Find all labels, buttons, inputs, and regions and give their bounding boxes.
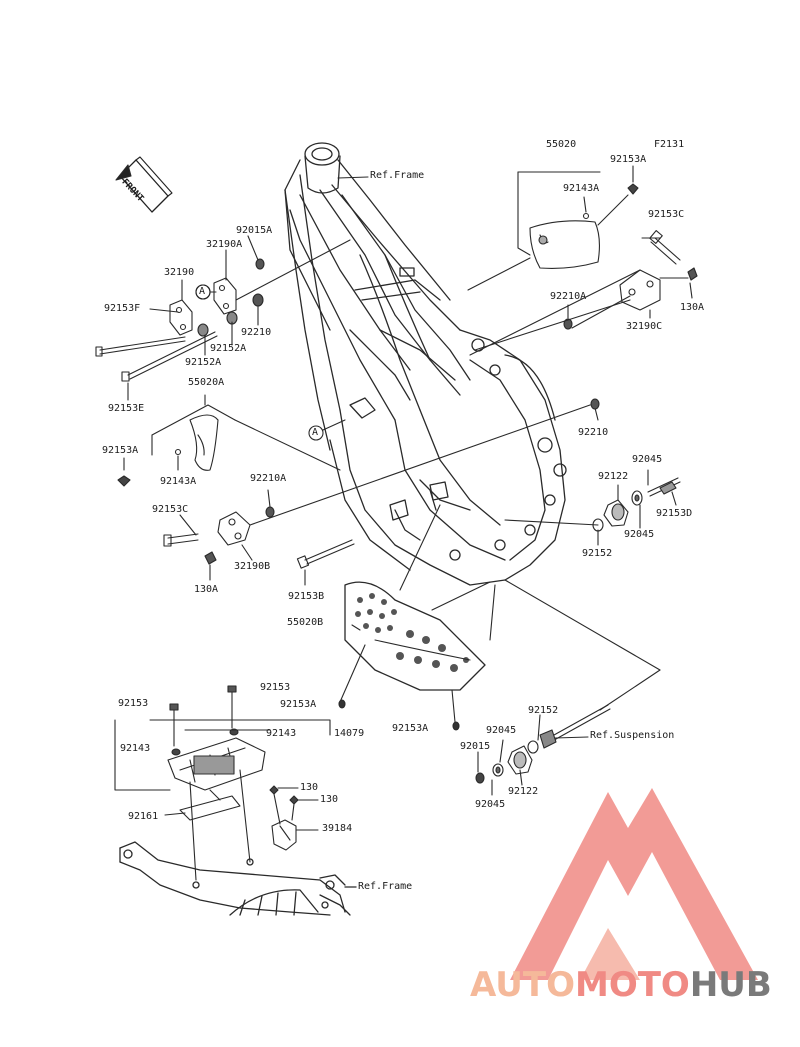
- marker-a-label-1: A: [199, 286, 206, 297]
- part-label-32190a: 32190A: [206, 239, 243, 250]
- part-label-32190b: 32190B: [234, 561, 271, 572]
- part-label-92045-top: 92045: [632, 454, 663, 465]
- part-label-92153b: 92153B: [288, 591, 325, 602]
- ref-frame-top-label: Ref.Frame: [370, 170, 425, 181]
- part-label-92153e: 92153E: [108, 403, 145, 414]
- part-label-92122-top: 92122: [598, 471, 629, 482]
- part-label-92152-middle: 92152: [582, 548, 613, 559]
- part-label-14079: 14079: [334, 728, 365, 739]
- part-label-55020b: 55020B: [287, 617, 324, 628]
- bracket-32190b: [163, 404, 591, 581]
- part-label-92153c-right: 92153C: [648, 209, 685, 220]
- part-label-39184: 39184: [322, 823, 353, 834]
- pivot-shaft: [475, 579, 661, 796]
- part-label-92153a-middle-2: 92153A: [392, 723, 429, 734]
- part-label-92153f: 92153F: [104, 303, 141, 314]
- wordmark-part-moto: MOTO: [574, 965, 690, 1005]
- part-label-92015a: 92015A: [236, 225, 273, 236]
- part-label-92153d: 92153D: [656, 508, 693, 519]
- part-label-32190c: 32190C: [626, 321, 663, 332]
- automotohub-logo: [510, 788, 758, 980]
- ref-suspension-label: Ref.Suspension: [590, 730, 675, 741]
- part-label-92152a-1: 92152A: [210, 343, 247, 354]
- ref-frame-bottom-label: Ref.Frame: [358, 881, 413, 892]
- front-arrow-icon: [115, 156, 173, 213]
- bracket-32190c: [469, 230, 698, 356]
- marker-a-label-2: A: [312, 427, 319, 438]
- collar-group-right: [504, 398, 681, 546]
- part-label-92161: 92161: [128, 811, 159, 822]
- cover-55020: [467, 165, 639, 291]
- part-label-92143a-top: 92143A: [563, 183, 600, 194]
- part-label-92153a-top: 92153A: [610, 154, 647, 165]
- wordmark-part-hub: HUB: [689, 965, 772, 1005]
- part-label-92153c-left: 92153C: [152, 504, 189, 515]
- part-label-92015: 92015: [460, 741, 491, 752]
- part-label-92153a-left: 92153A: [102, 445, 139, 456]
- part-label-130a-right: 130A: [680, 302, 705, 313]
- part-label-32190: 32190: [164, 267, 195, 278]
- clip-39184: [269, 785, 319, 851]
- part-label-92045-bottom-1: 92045: [486, 725, 517, 736]
- part-label-92143-right: 92143: [266, 728, 297, 739]
- subframe-bottom: [119, 841, 357, 916]
- part-label-130-1: 130: [300, 782, 319, 793]
- main-frame: [284, 142, 567, 586]
- bracket-32190: [95, 235, 351, 401]
- part-label-55020: 55020: [546, 139, 577, 150]
- part-label-55020a: 55020A: [188, 377, 225, 388]
- part-label-92153-center: 92153: [260, 682, 291, 693]
- skid-plate-55020b: [338, 504, 496, 731]
- part-label-92143a-left: 92143A: [160, 476, 197, 487]
- part-label-92210a-right: 92210A: [550, 291, 587, 302]
- part-label-92143-left: 92143: [120, 743, 151, 754]
- bolt-92153b: [296, 539, 355, 586]
- guard-14079: [114, 685, 331, 881]
- cover-55020a: [117, 394, 341, 487]
- part-label-92152a-2: 92152A: [185, 357, 222, 368]
- part-label-92153-left: 92153: [118, 698, 149, 709]
- part-label-92210-left: 92210: [241, 327, 272, 338]
- part-label-92210a-left: 92210A: [250, 473, 287, 484]
- marker-a-circle: [308, 425, 324, 441]
- part-label-92210-right: 92210: [578, 427, 609, 438]
- part-label-92152-bottom: 92152: [528, 705, 559, 716]
- diagram-code: F2131: [654, 139, 685, 150]
- part-label-130-2: 130: [320, 794, 339, 805]
- wordmark-part-auto: AUTO: [470, 965, 575, 1005]
- part-label-92122-bottom: 92122: [508, 786, 539, 797]
- part-label-130a-left: 130A: [194, 584, 219, 595]
- part-label-92045-bottom-2: 92045: [475, 799, 506, 810]
- part-label-92045-middle: 92045: [624, 529, 655, 540]
- automotohub-wordmark: AUTOMOTOHUB: [470, 965, 772, 1005]
- part-label-92153a-middle-1: 92153A: [280, 699, 317, 710]
